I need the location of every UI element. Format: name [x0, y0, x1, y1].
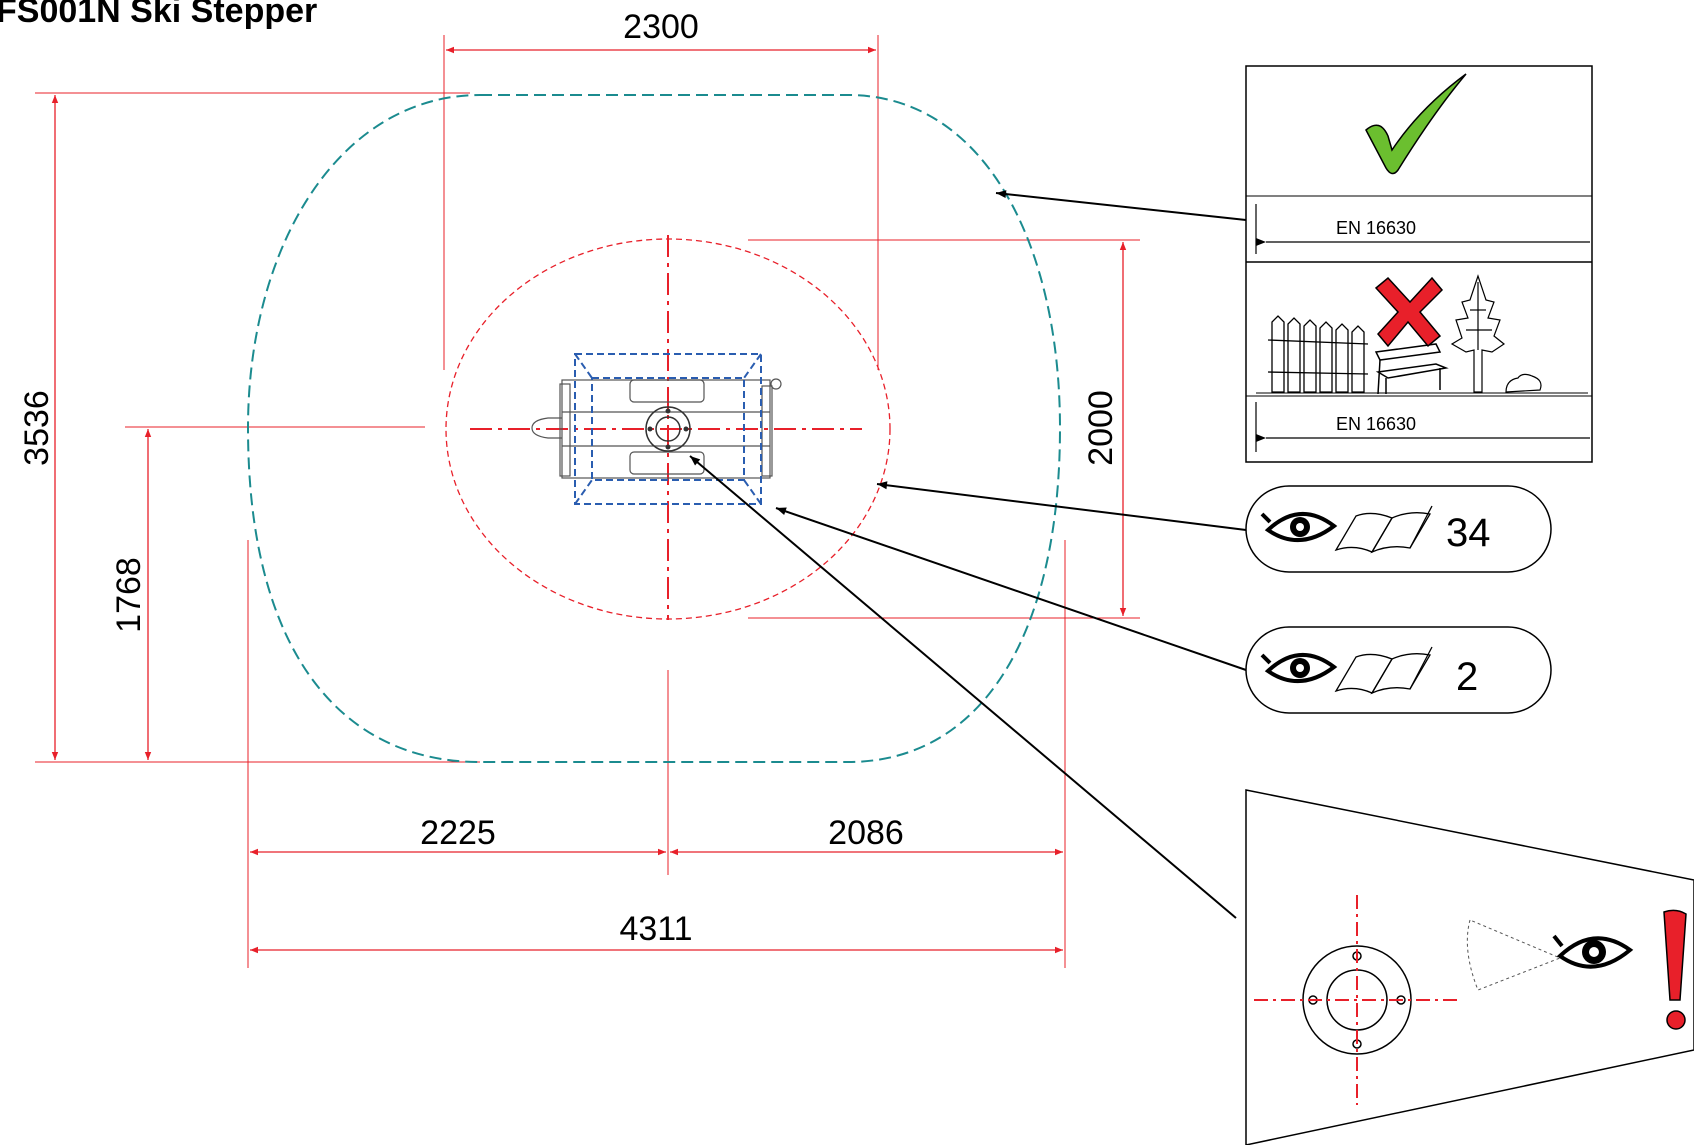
ski-stepper-equipment [531, 353, 782, 505]
fence-icon [1267, 315, 1369, 393]
standards-panel: EN 16630 EN 16630 [1245, 65, 1593, 463]
eye-icon [1260, 511, 1338, 543]
manual-reference-impact-area: 34 [1245, 485, 1552, 573]
checkmark-icon [1365, 73, 1467, 175]
dim-total-height-label: 3536 [18, 390, 56, 466]
obstacle-standard-label: EN 16630 [1336, 414, 1416, 434]
eye-icon [1260, 652, 1338, 684]
dim-left-width-label: 2225 [420, 814, 496, 852]
foundation-detail-panel [1245, 789, 1694, 1145]
free-space-standard-label: EN 16630 [1336, 218, 1416, 238]
page-title: FS001N Ski Stepper [0, 0, 318, 30]
rock-icon [1505, 373, 1542, 393]
dim-total-width-label: 4311 [619, 910, 692, 948]
tree-icon [1450, 274, 1506, 393]
bench-icon [1374, 343, 1449, 395]
leader-impact-area [876, 481, 1247, 531]
dim-top-width-label: 2300 [623, 8, 699, 46]
extension-lines [35, 35, 1140, 968]
manual-book-icon [1334, 646, 1433, 695]
free-space-outline [246, 94, 1062, 763]
dim-inner-height-label: 2000 [1082, 390, 1120, 466]
center-lines [470, 235, 862, 620]
dim-lower-height-label: 1768 [110, 557, 148, 633]
manual-page-impact-area: 34 [1446, 511, 1491, 555]
dimension-lines [51, 46, 1127, 954]
manual-book-icon [1334, 505, 1433, 554]
manual-reference-equipment: 2 [1245, 626, 1552, 714]
warning-exclamation-icon [1663, 909, 1687, 1030]
leader-equipment [775, 507, 1247, 671]
leader-lines [689, 190, 1247, 919]
eye-icon [1552, 934, 1634, 969]
leader-foundation [689, 455, 1237, 919]
cross-icon [1374, 276, 1444, 348]
dim-right-width-label: 2086 [828, 814, 904, 852]
leader-free-space [995, 190, 1247, 221]
equipment-footprint-blue [574, 353, 762, 505]
manual-page-equipment: 2 [1456, 655, 1478, 699]
